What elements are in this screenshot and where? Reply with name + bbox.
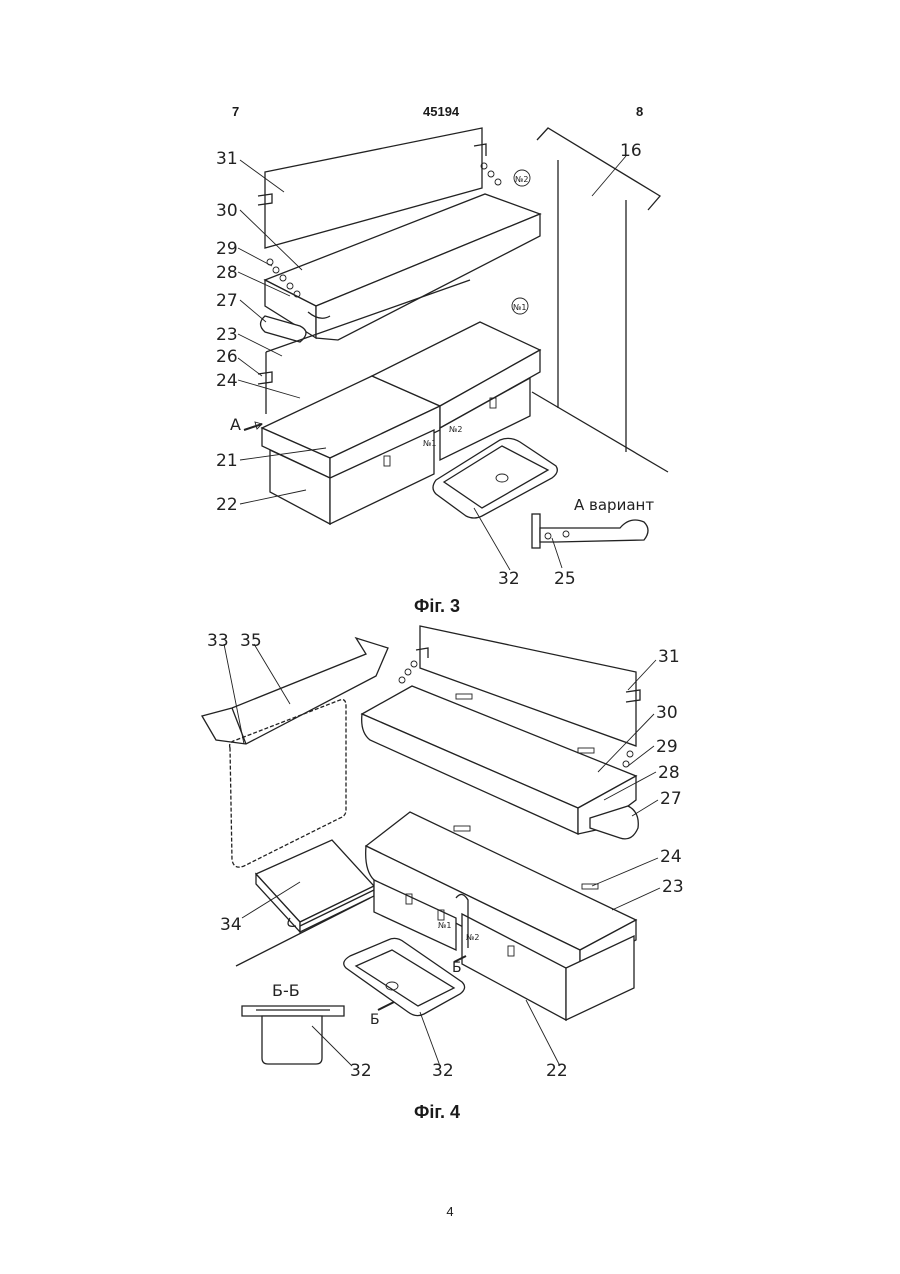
mark-no1-fig4: №1: [438, 921, 451, 930]
section-bb-title: Б-Б: [272, 981, 300, 1000]
label-32-tray: 32: [432, 1061, 454, 1081]
label-23-fig4: 23: [662, 877, 684, 897]
label-22-fig4: 22: [546, 1061, 568, 1081]
label-34: 34: [220, 915, 242, 935]
figure-4-drawing: №1 №2 33 35 31 30 29 28 27 24 23 34 22 3…: [0, 0, 900, 1110]
page-number: 4: [0, 1204, 900, 1219]
seat-boxes-22-23: [366, 812, 636, 1020]
section-bb-detail: [242, 1006, 344, 1064]
label-29-fig4: 29: [656, 737, 678, 757]
label-24-fig4: 24: [660, 847, 682, 867]
mark-no2-fig4: №2: [466, 933, 479, 942]
label-33: 33: [207, 631, 229, 651]
section-mark-b-lower: Б: [370, 1012, 380, 1028]
section-mark-b-upper: Б: [452, 960, 462, 976]
label-31-fig4: 31: [658, 647, 680, 667]
tray-32-fig4: [344, 938, 465, 1015]
label-35: 35: [240, 631, 262, 651]
label-28-fig4: 28: [658, 763, 680, 783]
label-27-fig4: 27: [660, 789, 682, 809]
shelf-35: [202, 638, 388, 744]
table-34: [236, 840, 374, 966]
label-30-fig4: 30: [656, 703, 678, 723]
label-32-section: 32: [350, 1061, 372, 1081]
figure-4-caption: Фіг. 4: [414, 1102, 460, 1123]
